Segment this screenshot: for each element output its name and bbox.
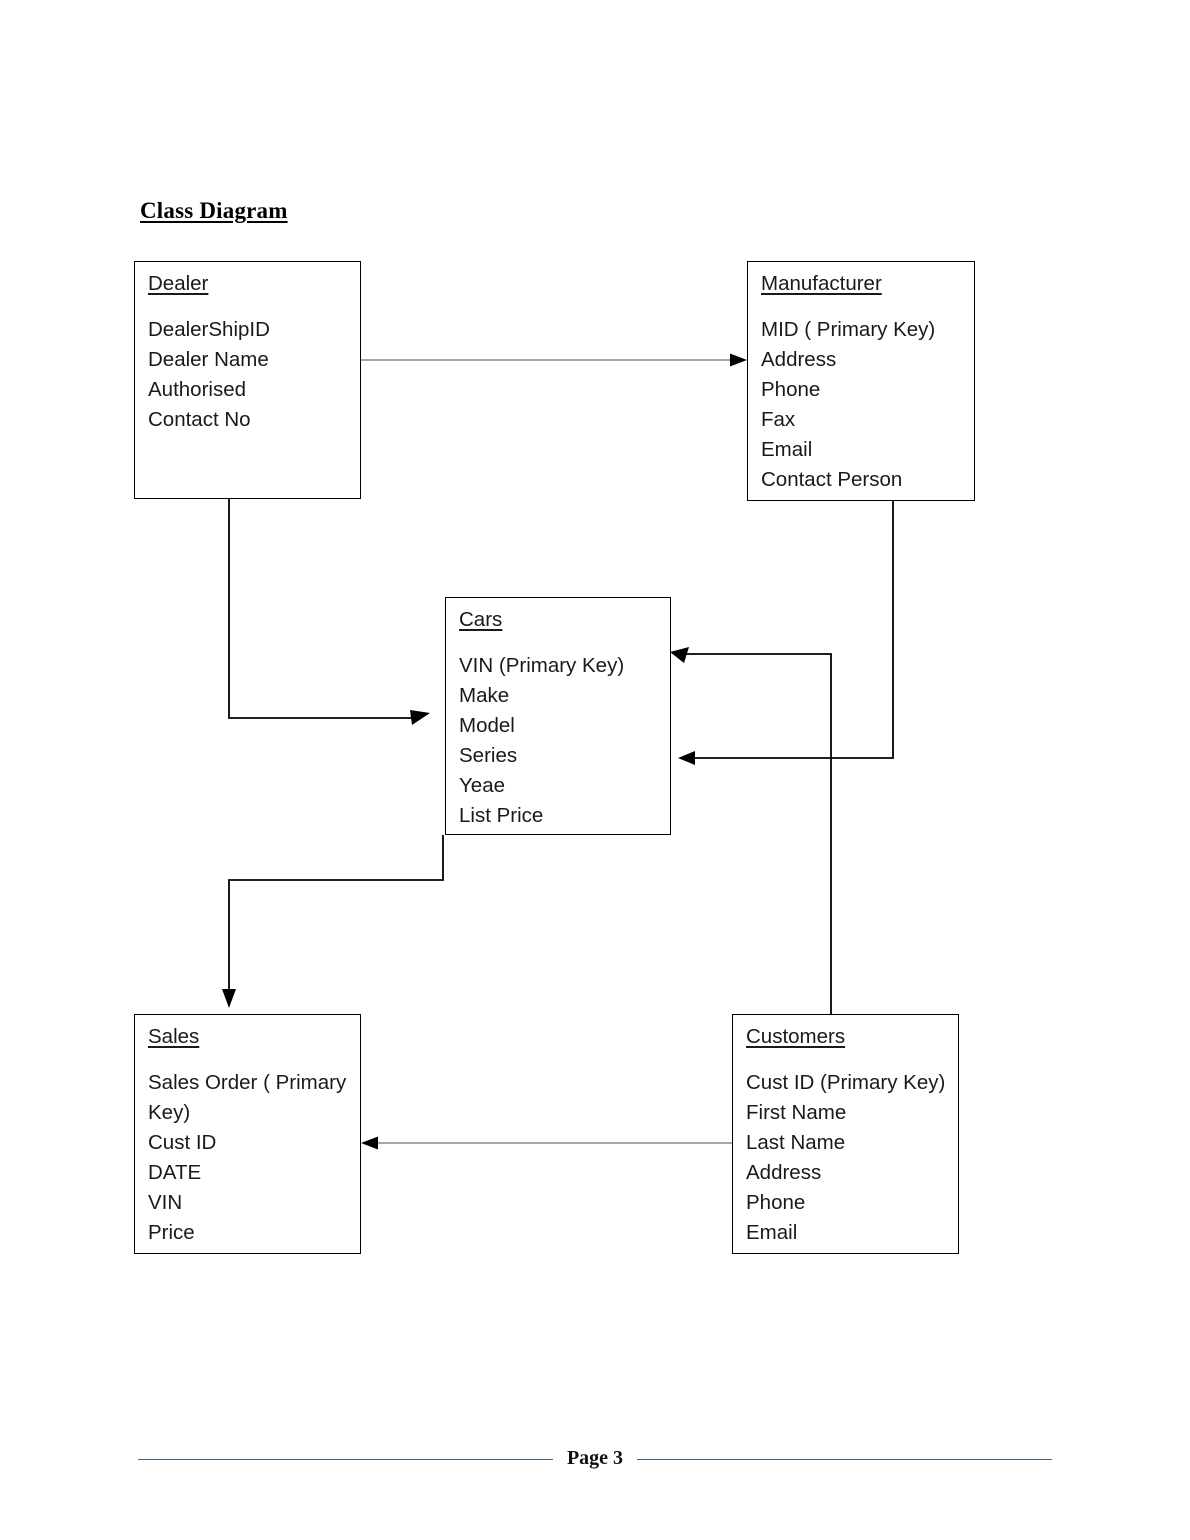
list-item: Model	[459, 713, 515, 737]
class-name-customers: Customers	[746, 1025, 846, 1048]
connector-dealer-to-manufacturer	[361, 353, 747, 367]
list-item: Cust ID	[148, 1130, 217, 1154]
list-item: Address	[746, 1160, 822, 1184]
list-item: VIN	[148, 1190, 183, 1214]
list-item: Email	[761, 437, 813, 461]
class-box-sales[interactable]: Sales Sales Order ( Primary Key) Cust ID…	[134, 1014, 361, 1254]
class-name-sales: Sales	[148, 1025, 200, 1048]
list-item: Last Name	[746, 1130, 846, 1154]
list-item: DATE	[148, 1160, 202, 1184]
list-item: Price	[148, 1220, 195, 1244]
list-item: Fax	[761, 407, 796, 431]
list-item: Phone	[746, 1190, 806, 1214]
connector-cars-to-sales	[222, 835, 444, 1008]
list-item: Series	[459, 743, 518, 767]
list-item: First Name	[746, 1100, 847, 1124]
connector-customers-to-sales	[361, 1136, 732, 1150]
list-item: Dealer Name	[148, 347, 269, 371]
page-title: Class Diagram	[140, 198, 288, 223]
connector-customers-to-cars	[670, 647, 832, 1014]
class-name-manufacturer: Manufacturer	[761, 272, 882, 295]
page-footer: Page 3	[0, 1447, 1190, 1471]
attribute-list-sales: Sales Order ( Primary Key) Cust ID DATE …	[148, 1068, 352, 1248]
attribute-list-dealer: DealerShipID Dealer Name Authorised Cont…	[148, 315, 352, 435]
class-box-manufacturer[interactable]: Manufacturer MID ( Primary Key) Address …	[747, 261, 975, 501]
footer-rule-right	[637, 1458, 1053, 1461]
class-box-cars[interactable]: Cars VIN (Primary Key) Make Model Series…	[445, 597, 671, 835]
list-item: Contact No	[148, 407, 251, 431]
page-number: Page 3	[566, 1447, 624, 1469]
list-item: DealerShipID	[148, 317, 270, 341]
list-item: Make	[459, 683, 510, 707]
list-item: Address	[761, 347, 837, 371]
list-item: Yeae	[459, 773, 505, 797]
class-name-dealer: Dealer	[148, 272, 209, 295]
attribute-list-manufacturer: MID ( Primary Key) Address Phone Fax Ema…	[761, 315, 966, 495]
list-item: Phone	[761, 377, 821, 401]
connector-manufacturer-to-cars	[678, 501, 894, 765]
footer-rule-left	[137, 1458, 553, 1461]
list-item: Sales Order ( Primary Key)	[148, 1070, 347, 1124]
class-box-dealer[interactable]: Dealer DealerShipID Dealer Name Authoris…	[134, 261, 361, 499]
list-item: List Price	[459, 803, 544, 827]
list-item: Authorised	[148, 377, 247, 401]
list-item: Email	[746, 1220, 798, 1244]
list-item: MID ( Primary Key)	[761, 317, 936, 341]
class-box-customers[interactable]: Customers Cust ID (Primary Key) First Na…	[732, 1014, 959, 1254]
attribute-list-customers: Cust ID (Primary Key) First Name Last Na…	[746, 1068, 950, 1248]
connector-dealer-to-cars	[228, 499, 430, 725]
list-item: Contact Person	[761, 467, 903, 491]
attribute-list-cars: VIN (Primary Key) Make Model Series Yeae…	[459, 651, 662, 831]
list-item: Cust ID (Primary Key)	[746, 1070, 946, 1094]
class-name-cars: Cars	[459, 608, 503, 631]
list-item: VIN (Primary Key)	[459, 653, 625, 677]
